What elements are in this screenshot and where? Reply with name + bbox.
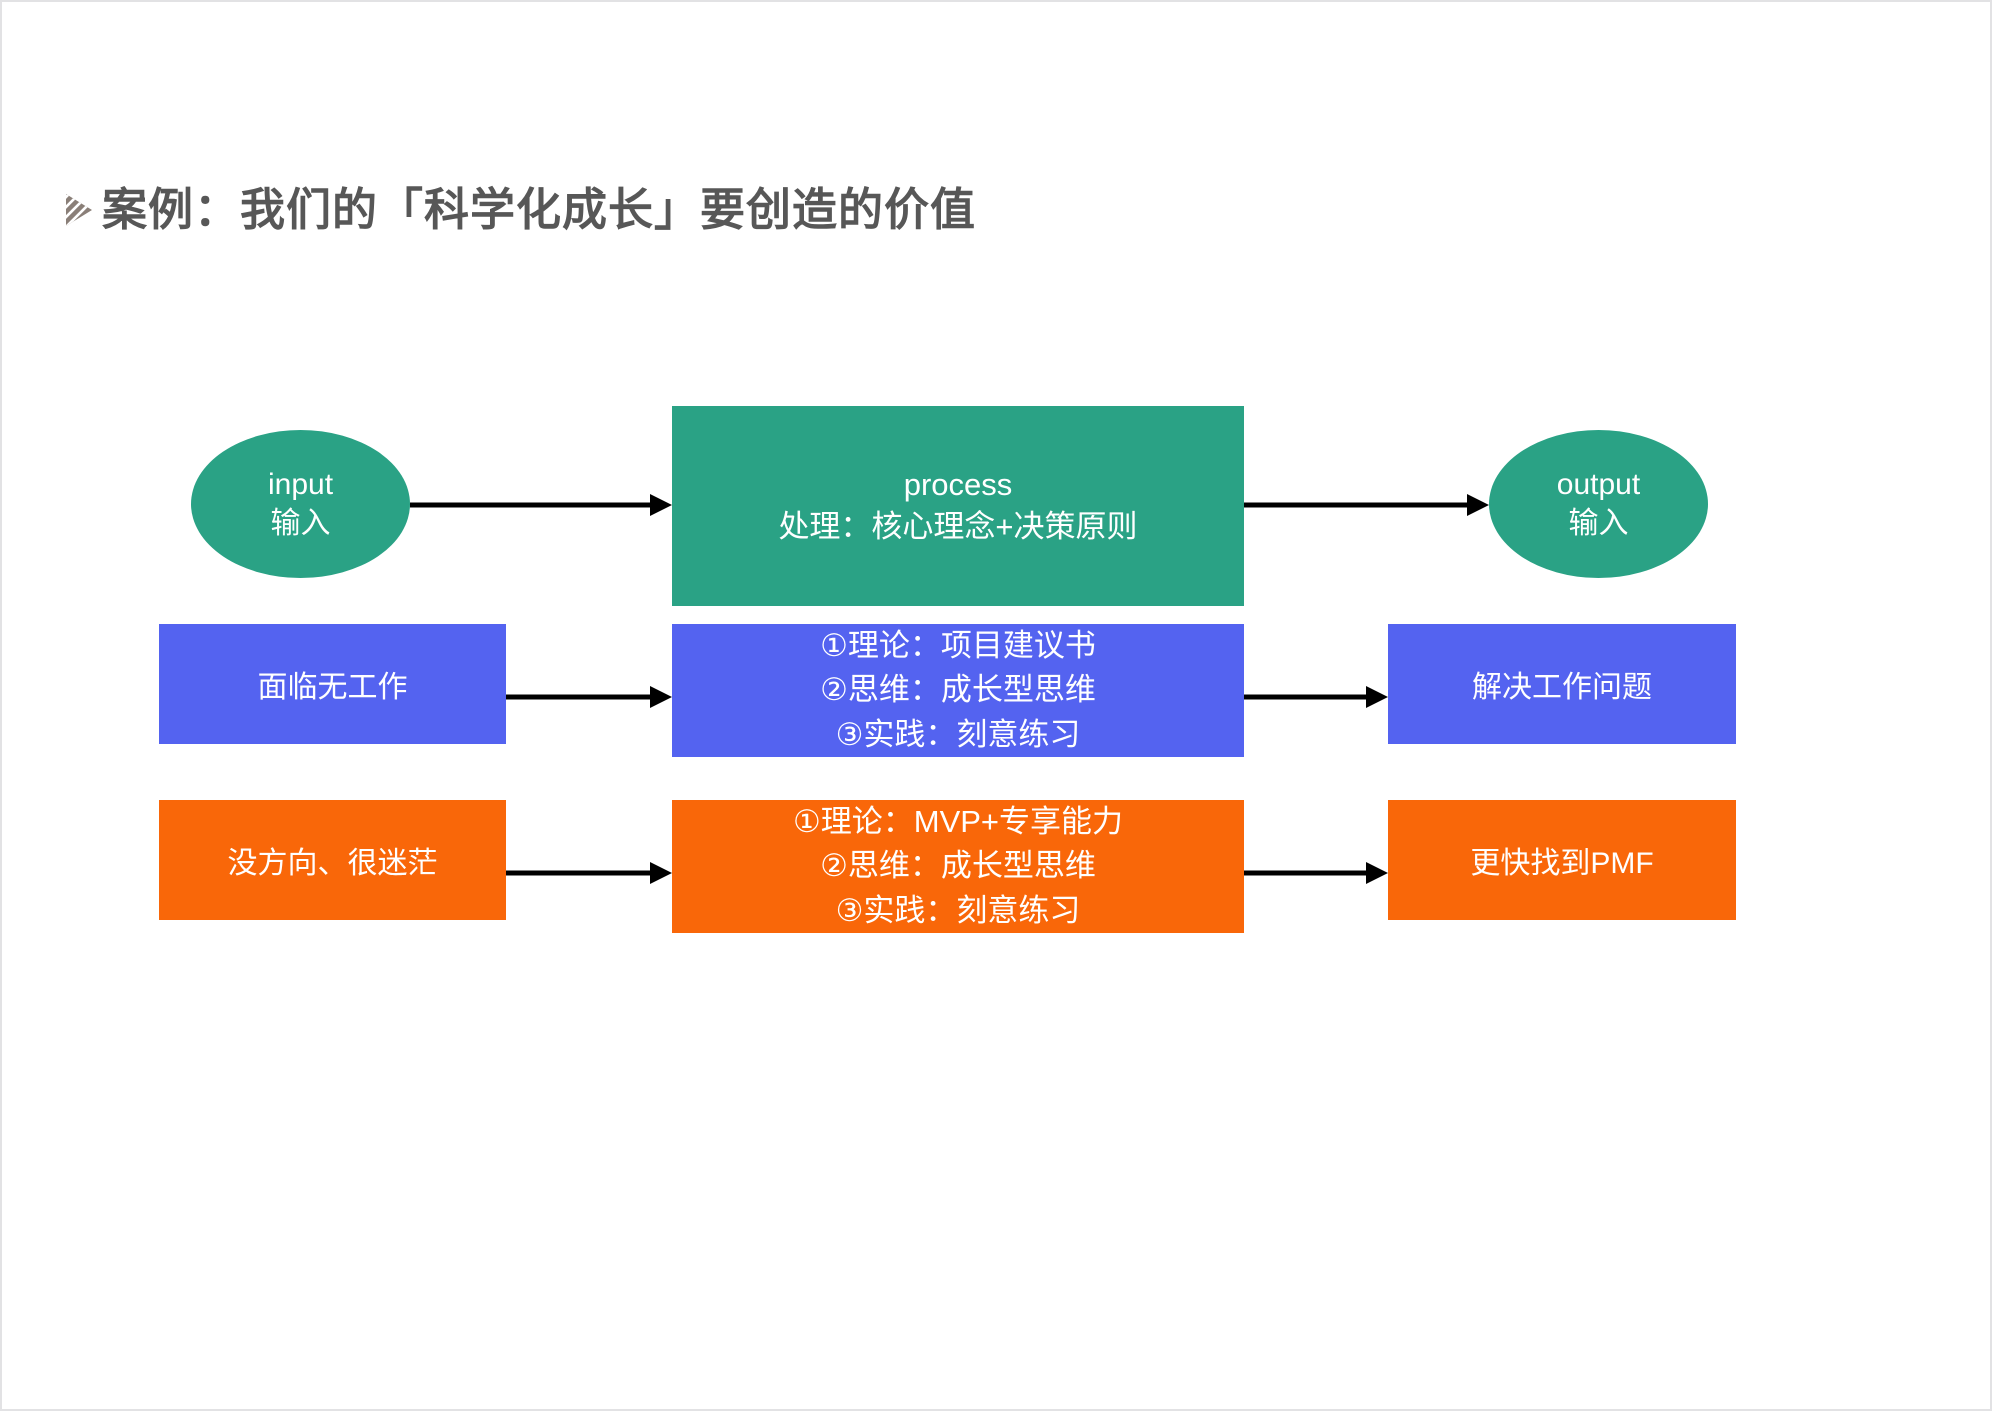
- node-output-label-en: output: [1556, 468, 1641, 501]
- node-orange-process-box[interactable]: ①理论：MVP+专享能力 ②思维：成长型思维 ③实践：刻意练习: [672, 800, 1244, 933]
- node-input-label-zh: 输入: [270, 507, 331, 540]
- page-title-text: 案例：我们的「科学化成长」要创造的价值: [102, 184, 977, 235]
- node-blue-input-box[interactable]: 面临无工作: [159, 624, 506, 744]
- arrow-orange-input-to-process: [506, 860, 672, 886]
- node-input-label-en: input: [267, 468, 334, 501]
- node-orange-input-box[interactable]: 没方向、很迷茫: [159, 800, 506, 920]
- node-blue-process-line-1: ①理论：项目建议书: [820, 628, 1096, 664]
- node-orange-output-label: 更快找到PMF: [1470, 847, 1654, 880]
- node-process-box[interactable]: process 处理：核心理念+决策原则: [672, 406, 1244, 606]
- node-orange-process-line-1: ①理论：MVP+专享能力: [792, 804, 1124, 840]
- node-process-label-zh: 处理：核心理念+决策原则: [778, 509, 1138, 544]
- node-input-ellipse[interactable]: input 输入: [191, 430, 410, 578]
- arrow-process-to-output: [1244, 492, 1489, 518]
- node-output-ellipse[interactable]: output 输入: [1489, 430, 1708, 578]
- striped-triangle-icon: [66, 193, 92, 226]
- node-orange-process-line-2: ②思维：成长型思维: [820, 848, 1096, 884]
- node-output-label-zh: 输入: [1568, 507, 1629, 540]
- node-orange-process-line-3: ③实践：刻意练习: [835, 892, 1081, 928]
- node-blue-process-line-3: ③实践：刻意练习: [835, 716, 1081, 752]
- node-blue-process-box[interactable]: ①理论：项目建议书 ②思维：成长型思维 ③实践：刻意练习: [672, 624, 1244, 757]
- node-blue-process-line-2: ②思维：成长型思维: [820, 672, 1096, 708]
- node-blue-input-label: 面临无工作: [257, 671, 408, 704]
- node-blue-output-label: 解决工作问题: [1472, 671, 1652, 704]
- arrow-input-to-process: [410, 492, 672, 518]
- node-process-label-en: process: [903, 467, 1013, 503]
- arrow-blue-process-to-output: [1244, 684, 1388, 710]
- page-title: 案例：我们的「科学化成长」要创造的价值: [64, 187, 976, 232]
- node-orange-output-box[interactable]: 更快找到PMF: [1388, 800, 1736, 920]
- arrow-blue-input-to-process: [506, 684, 672, 710]
- arrow-orange-process-to-output: [1244, 860, 1388, 886]
- node-blue-output-box[interactable]: 解决工作问题: [1388, 624, 1736, 744]
- node-orange-input-label: 没方向、很迷茫: [227, 847, 438, 880]
